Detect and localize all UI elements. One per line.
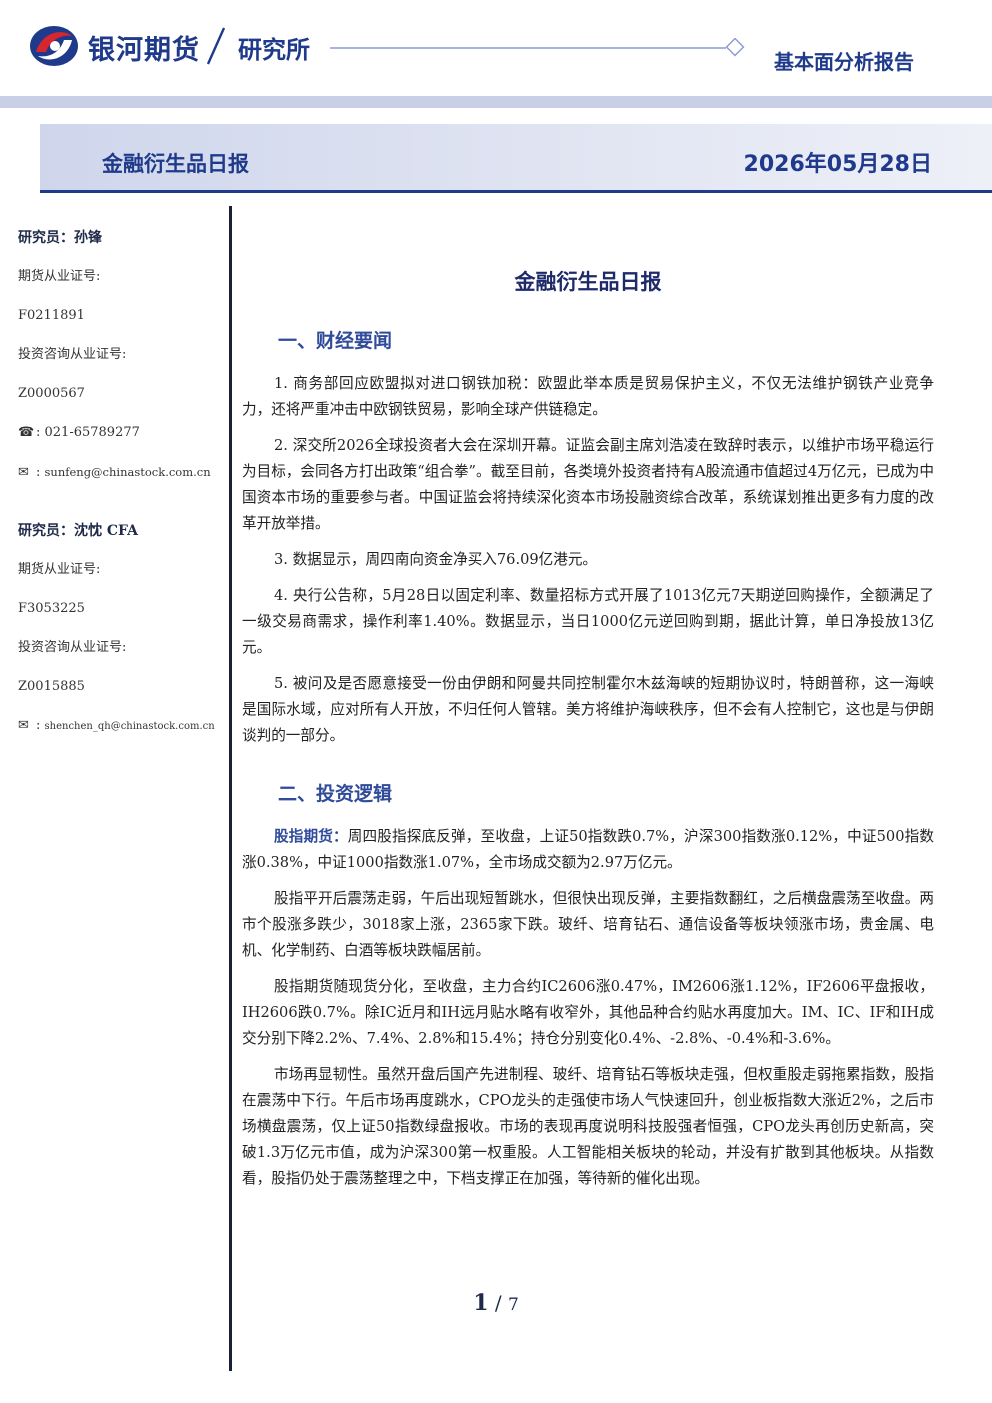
page-current: 1 — [473, 1290, 489, 1316]
analyst-name: 研究员：沈忱 CFA — [18, 523, 138, 539]
news-item: 3. 数据显示，周四南向资金净买入76.09亿港元。 — [274, 551, 598, 568]
futures-license-label: 期货从业证号: — [18, 562, 101, 577]
report-type: 基本面分析报告 — [774, 50, 914, 74]
consult-license-id: Z0015885 — [18, 679, 85, 694]
futures-license-label: 期货从业证号: — [18, 269, 101, 284]
phone-row: ☎: 021-65789277 — [18, 417, 228, 456]
email-row: ✉: sunfeng@chinastock.com.cn — [18, 456, 228, 495]
document-title: 金融衍生品日报 — [514, 270, 662, 294]
consult-license-label: 投资咨询从业证号: — [18, 347, 127, 362]
email-link[interactable]: sunfeng@chinastock.com.cn — [44, 465, 211, 479]
title-banner: 金融衍生品日报 2026年05月28日 — [40, 124, 992, 193]
news-item: 1. 商务部回应欧盟拟对进口钢铁加税：欧盟此举本质是贸易保护主义，不仅无法维护钢… — [242, 375, 934, 418]
header-decoration — [330, 38, 745, 57]
brand-divider — [206, 27, 226, 65]
email-link[interactable]: shenchen_qh@chinastock.com.cn — [44, 721, 215, 732]
consult-license-id: Z0000567 — [18, 386, 85, 401]
section-heading-logic: 二、投资逻辑 — [278, 783, 393, 805]
page-number: 1 / 7 — [0, 1290, 992, 1316]
news-item: 4. 央行公告称，5月28日以固定利率、数量招标方式开展了1013亿元7天期逆回… — [242, 587, 934, 656]
page-separator: / — [494, 1291, 502, 1315]
news-item: 2. 深交所2026全球投资者大会在深圳开幕。证监会副主席刘浩凌在致辞时表示，以… — [242, 437, 934, 532]
paragraph-lead-text: 周四股指探底反弹，至收盘，上证50指数跌0.7%，沪深300指数涨0.12%，中… — [242, 828, 934, 871]
brand-unit: 研究所 — [238, 36, 310, 64]
banner-title: 金融衍生品日报 — [102, 152, 249, 176]
header-band — [0, 96, 992, 108]
analyst-sidebar: 研究员：孙锋 期货从业证号: F0211891 投资咨询从业证号: Z00005… — [18, 222, 228, 769]
consult-license-label: 投资咨询从业证号: — [18, 640, 127, 655]
paragraph-lead-label: 股指期货： — [274, 828, 348, 845]
logic-paragraph: 市场再显韧性。虽然开盘后国产先进制程、玻纤、培育钻石等板块走强，但权重股走弱拖累… — [242, 1066, 934, 1187]
email-row: ✉: shenchen_qh@chinastock.com.cn — [18, 710, 228, 749]
futures-license-id: F0211891 — [18, 308, 85, 323]
section-heading-news: 一、财经要闻 — [278, 330, 393, 352]
envelope-icon: ✉ — [18, 718, 29, 733]
logic-paragraph: 股指期货：周四股指探底反弹，至收盘，上证50指数跌0.7%，沪深300指数涨0.… — [242, 824, 934, 876]
phone-icon: ☎ — [18, 425, 35, 440]
page-total: 7 — [507, 1295, 519, 1315]
banner-date: 2026年05月28日 — [743, 152, 932, 177]
report-body: 金融衍生品日报 一、财经要闻 1. 商务部回应欧盟拟对进口钢铁加税：欧盟此举本质… — [242, 262, 934, 1202]
envelope-icon: ✉ — [18, 465, 29, 480]
analyst-card: 研究员：沈忱 CFA 期货从业证号: F3053225 投资咨询从业证号: Z0… — [18, 515, 228, 749]
news-item: 5. 被问及是否愿意接受一份由伊朗和阿曼共同控制霍尔木兹海峡的短期协议时，特朗普… — [242, 675, 934, 744]
sidebar-divider — [229, 206, 232, 1371]
analyst-name: 研究员：孙锋 — [18, 230, 102, 246]
galaxy-logo-icon — [30, 26, 78, 66]
analyst-card: 研究员：孙锋 期货从业证号: F0211891 投资咨询从业证号: Z00005… — [18, 222, 228, 495]
logic-paragraph: 股指平开后震荡走弱，午后出现短暂跳水，但很快出现反弹，主要指数翻红，之后横盘震荡… — [242, 890, 934, 959]
futures-license-id: F3053225 — [18, 601, 85, 616]
brand-name: 银河期货 — [88, 35, 200, 66]
logic-paragraph: 股指期货随现货分化，至收盘，主力合约IC2606涨0.47%，IM2606涨1.… — [242, 978, 934, 1047]
phone-number: 021-65789277 — [44, 425, 140, 440]
